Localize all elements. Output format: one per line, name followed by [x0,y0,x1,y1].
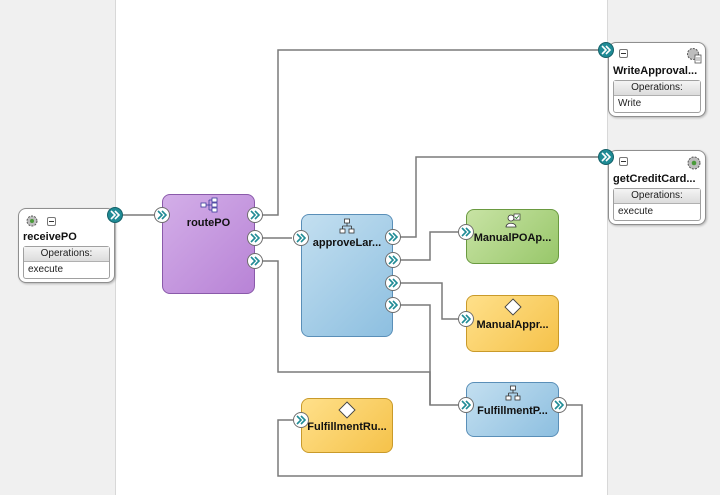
routepo-service-port[interactable] [154,207,170,223]
operation-item[interactable]: Write [618,98,642,109]
rule-diamond-icon [503,298,522,316]
approvelarge-reference-port[interactable] [385,297,401,313]
rule-diamond-icon [338,401,356,419]
component-name: ManualAppr... [476,319,549,331]
collapse-icon[interactable] [619,157,628,166]
component-routepo[interactable]: routePO [162,194,255,294]
mediator-icon [200,197,217,213]
reference-writeapproval[interactable]: WriteApproval... Operations: Write [608,42,706,117]
reference-name: WriteApproval... [613,65,698,77]
routepo-reference-port[interactable] [247,253,263,269]
component-name: ManualPOAp... [473,232,552,244]
gear-icon [26,215,38,227]
wire-routepo-fulfillment [262,260,458,406]
wire-approvelarge-fulfillment [400,304,431,405]
component-manualpoapproval[interactable]: ManualPOAp... [466,209,559,264]
component-approvelarge[interactable]: approveLar... [301,214,393,337]
approvelarge-reference-port[interactable] [385,252,401,268]
fulfillmentprocess-reference-port[interactable] [551,397,567,413]
bpel-process-icon [505,385,520,401]
operations-table: Operations: Write [613,80,701,113]
component-fulfillmentprocess[interactable]: FulfillmentP... [466,382,559,437]
file-adapter-gear-icon [687,48,702,64]
manualpoapproval-service-port[interactable] [458,224,474,240]
collapse-icon[interactable] [619,49,628,58]
component-name: FulfillmentP... [477,405,548,417]
reference-getcreditcard[interactable]: getCreditCard... Operations: execute [608,150,706,225]
approvelarge-service-port[interactable] [293,230,309,246]
wire-approvelarge-manualpo [400,231,458,261]
operations-header: Operations: [614,81,700,96]
bpel-process-icon [339,218,355,234]
approvelarge-reference-port[interactable] [385,275,401,291]
wire-approvelarge-manualrule [400,282,458,320]
operations-header: Operations: [614,189,700,204]
routepo-reference-port[interactable] [247,230,263,246]
fulfillmentprocess-service-port[interactable] [458,397,474,413]
approvelarge-reference-port[interactable] [385,229,401,245]
operations-table: Operations: execute [23,246,110,279]
service-name: receivePO [23,231,77,243]
component-fulfillmentrules[interactable]: FulfillmentRu... [301,398,393,453]
collapse-icon[interactable] [47,217,56,226]
wire-approvelarge-getcreditcard [400,156,598,238]
component-manualapprovalrule[interactable]: ManualAppr... [466,295,559,352]
reference-port-getcreditcard[interactable] [598,149,614,165]
component-name: routePO [186,217,231,229]
wire-routepo-writeapproval [262,49,598,216]
component-name: approveLar... [312,237,382,249]
fulfillmentrules-service-port[interactable] [293,412,309,428]
operation-item[interactable]: execute [28,264,64,275]
operations-table: Operations: execute [613,188,701,221]
manualapprovalrule-service-port[interactable] [458,311,474,327]
component-name: FulfillmentRu... [307,421,387,433]
routepo-reference-port[interactable] [247,207,263,223]
service-port-receivepo[interactable] [107,207,123,223]
gear-icon [687,156,701,170]
operations-header: Operations: [24,247,109,262]
wire-fulfillment-fulfillmentrules [277,404,583,477]
reference-name: getCreditCard... [613,173,696,185]
operation-item[interactable]: execute [618,206,654,217]
human-task-icon [505,213,520,228]
service-receivepo[interactable]: receivePO Operations: execute [18,208,115,283]
reference-port-writeapproval[interactable] [598,42,614,58]
